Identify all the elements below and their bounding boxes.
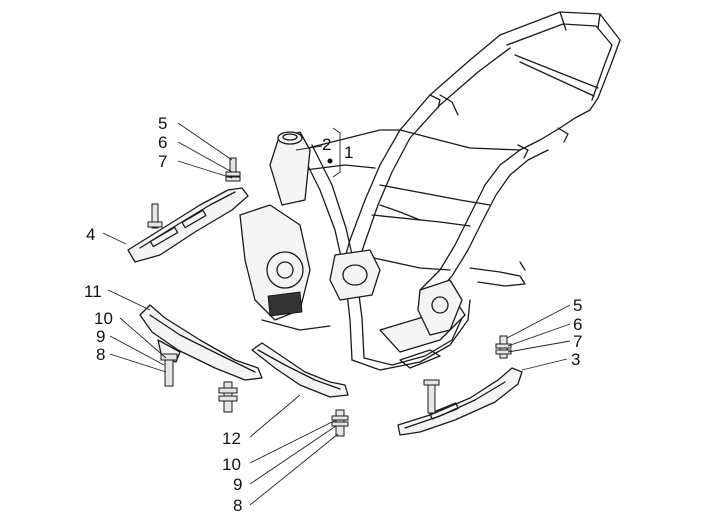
- callout-labels: 2 1 5 6 7 4 11 10 9 8 12 10 9 8 5 6 7 3: [84, 114, 582, 515]
- scooter-frame: [239, 11, 621, 371]
- callout-7-right: 7: [573, 332, 582, 351]
- callout-5-right: 5: [573, 296, 582, 315]
- callout-2: 2: [322, 135, 331, 154]
- callout-12: 12: [222, 429, 241, 448]
- callout-8-left: 8: [96, 345, 105, 364]
- callout-5-left: 5: [158, 114, 167, 133]
- bolt-stack-part-3: [423, 335, 512, 414]
- callout-6-right: 6: [573, 315, 582, 334]
- callout-10-lower: 10: [222, 455, 241, 474]
- callout-10-left: 10: [94, 309, 113, 328]
- callout-8-lower: 8: [233, 496, 242, 515]
- callout-7-left: 7: [158, 152, 167, 171]
- callout-1: 1: [344, 143, 353, 162]
- bolt-stack-part-11: [160, 353, 238, 413]
- crossbar-part-11: [139, 304, 263, 381]
- leader-lines: [102, 122, 571, 506]
- callout-4: 4: [86, 225, 95, 244]
- bolt-stack-part-4: [147, 157, 241, 229]
- left-footrest-part-4: [127, 187, 249, 263]
- callout-11: 11: [84, 282, 102, 301]
- lower-bracket-part-12: [251, 342, 349, 398]
- callout-3: 3: [571, 350, 580, 369]
- bolt-stack-part-12: [331, 409, 349, 437]
- callout-9-left: 9: [96, 327, 105, 346]
- right-footrest-part-3: [397, 367, 523, 436]
- callout-6-left: 6: [158, 133, 167, 152]
- callout-9-lower: 9: [233, 475, 242, 494]
